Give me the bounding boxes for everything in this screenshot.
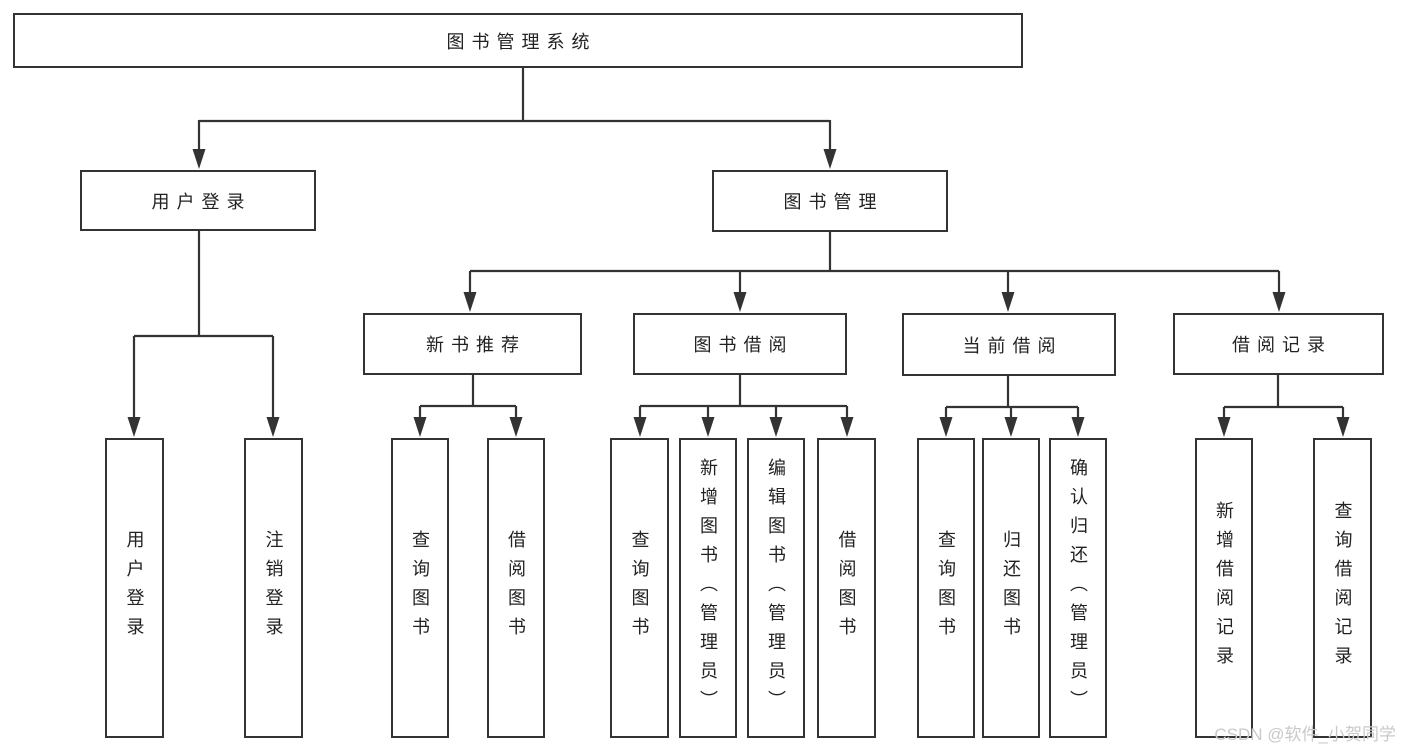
leaf-user-login-label: 用户登录 [124,530,145,646]
leaf-borrowing-add-books-admin: 新增图书（管理员） [679,438,737,738]
node-current-borrowing: 当前借阅 [902,313,1116,376]
leaf-newbooks-query-books-label: 查询图书 [410,530,430,646]
node-book-management: 图书管理 [712,170,948,232]
node-new-book-recommend-label: 新书推荐 [426,335,526,355]
leaf-records-query-record-label: 查询借阅记录 [1332,501,1353,675]
leaf-borrowing-borrow-books: 借阅图书 [817,438,876,738]
node-root: 图书管理系统 [13,13,1023,68]
watermark: CSDN @软件_小贺同学 [1214,725,1396,744]
leaf-records-query-record: 查询借阅记录 [1313,438,1372,738]
leaf-current-return-books: 归还图书 [982,438,1040,738]
leaf-borrowing-edit-books-admin-label: 编辑图书（管理员） [766,457,786,719]
leaf-borrowing-query-books-label: 查询图书 [629,530,650,646]
leaf-newbooks-borrow-books: 借阅图书 [487,438,545,738]
leaf-newbooks-borrow-books-label: 借阅图书 [506,530,526,646]
leaf-current-confirm-return-admin: 确认归还（管理员） [1049,438,1107,738]
leaf-current-query-books: 查询图书 [917,438,975,738]
leaf-borrowing-borrow-books-label: 借阅图书 [836,530,857,646]
node-borrow-records: 借阅记录 [1173,313,1384,375]
leaf-logout: 注销登录 [244,438,303,738]
node-root-label: 图书管理系统 [446,31,597,52]
node-current-borrowing-label: 当前借阅 [962,335,1063,356]
leaf-newbooks-query-books: 查询图书 [391,438,449,738]
leaf-user-login: 用户登录 [105,438,164,738]
node-new-book-recommend: 新书推荐 [363,313,582,375]
node-book-borrowing: 图书借阅 [633,313,847,375]
node-book-borrowing-label: 图书借阅 [693,335,794,355]
node-user-login-label: 用户登录 [151,191,252,212]
leaf-logout-label: 注销登录 [263,530,284,646]
leaf-records-add-record-label: 新增借阅记录 [1214,501,1234,675]
node-user-login: 用户登录 [80,170,316,231]
leaf-borrowing-edit-books-admin: 编辑图书（管理员） [747,438,805,738]
node-borrow-records-label: 借阅记录 [1232,335,1332,355]
leaf-borrowing-add-books-admin-label: 新增图书（管理员） [698,457,718,719]
leaf-records-add-record: 新增借阅记录 [1195,438,1253,738]
leaf-current-confirm-return-admin-label: 确认归还（管理员） [1068,457,1088,719]
leaf-current-return-books-label: 归还图书 [1001,530,1021,646]
node-book-management-label: 图书管理 [783,192,884,212]
leaf-borrowing-query-books: 查询图书 [610,438,669,738]
leaf-current-query-books-label: 查询图书 [936,530,956,646]
